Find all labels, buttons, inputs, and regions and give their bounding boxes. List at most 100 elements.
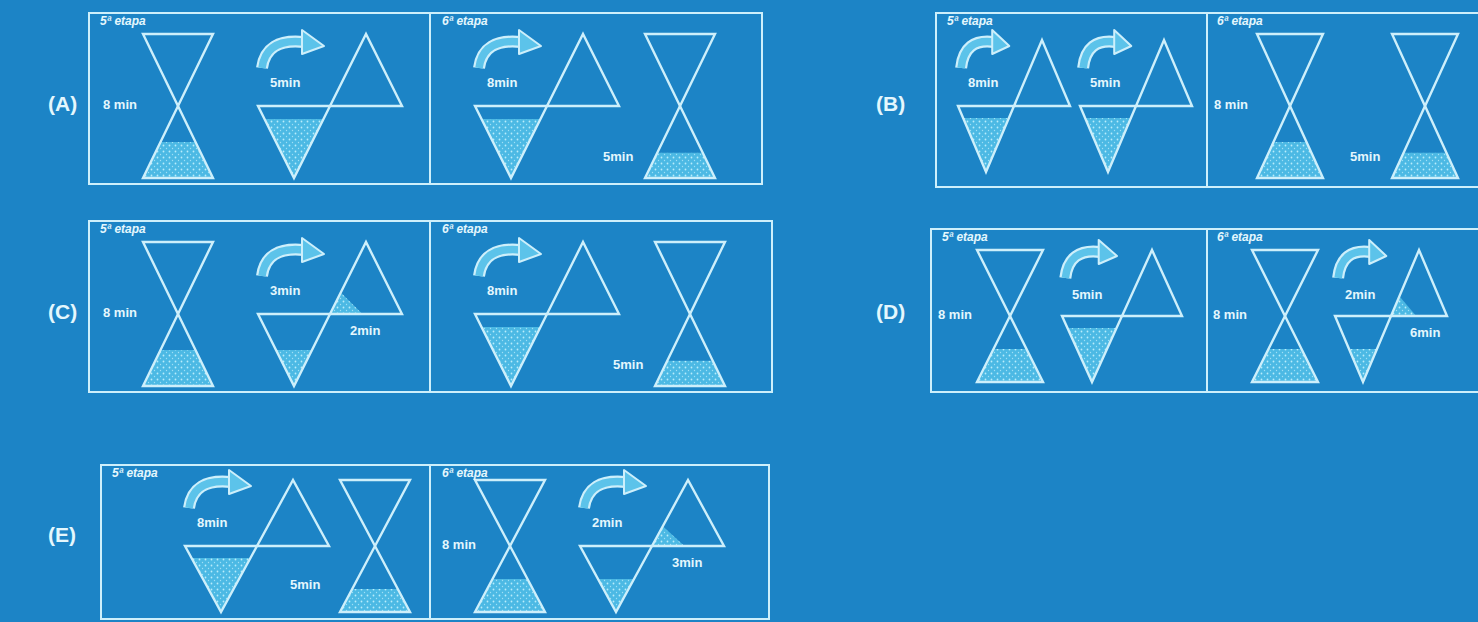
hourglass-outline (475, 106, 547, 178)
stage-divider (429, 12, 431, 185)
option-letter: (C) (48, 300, 77, 324)
time-label: 2min (1345, 288, 1375, 303)
turn-arrow (961, 42, 994, 68)
turn-arrow (479, 250, 521, 276)
turn-arrow (262, 42, 304, 68)
hourglass-outline (655, 242, 725, 314)
hourglass-outline (547, 242, 619, 314)
hourglass-outline (258, 314, 330, 386)
turn-arrow (1083, 42, 1116, 68)
sand (276, 350, 312, 386)
hourglass-outline (340, 546, 410, 612)
sand (963, 118, 1009, 172)
stage-heading: 5ª etapa (112, 467, 158, 481)
option-panel: (E)5ª etapa8min5min6ª etapa8 min2min3min (100, 464, 770, 620)
time-label: 2min (350, 324, 380, 339)
hourglass-outline (1257, 106, 1323, 178)
turn-arrow (1065, 252, 1100, 278)
sand (482, 327, 541, 386)
turn-arrowhead (1114, 30, 1131, 54)
turn-arrow (1083, 42, 1116, 68)
hourglass-outline (547, 34, 619, 106)
hourglass-outline (645, 106, 715, 178)
hourglass-outline (475, 314, 547, 386)
sand (482, 119, 541, 178)
stage-cell: 5ª etapa8 min3min2min (88, 220, 430, 393)
sand (598, 579, 634, 612)
hourglass-outline (1392, 106, 1458, 178)
sand (1067, 328, 1116, 382)
turn-arrowhead (519, 30, 541, 54)
stage-heading: 5ª etapa (100, 223, 146, 237)
time-label: 8 min (938, 308, 972, 323)
turn-arrow (479, 250, 521, 276)
option-letter: (B) (876, 92, 905, 116)
turn-arrowhead (624, 470, 646, 494)
stage-cell: 6ª etapa8min5min (430, 12, 763, 185)
stage-heading: 6ª etapa (442, 467, 488, 481)
turn-arrowhead (1099, 240, 1117, 264)
hourglass-outline (143, 314, 213, 386)
turn-arrow (189, 482, 231, 508)
time-label: 2min (592, 516, 622, 531)
stage-heading: 5ª etapa (942, 231, 988, 245)
hourglass-outline (143, 106, 213, 178)
hourglass-outline (330, 34, 402, 106)
stage-cell: 6ª etapa 8 min 2min 6min (1207, 228, 1478, 393)
turn-arrow (584, 482, 626, 508)
hourglass-outline (257, 480, 329, 546)
hourglass-outline (655, 314, 725, 386)
turn-arrowhead (992, 30, 1009, 54)
sand (475, 579, 545, 612)
time-label: 5min (1350, 150, 1380, 165)
turn-arrowhead (302, 238, 324, 262)
time-label: 8min (197, 516, 227, 531)
turn-arrow (1065, 252, 1100, 278)
stage-heading: 6ª etapa (1217, 15, 1263, 29)
stage-cell: 5ª etapa8min5min (935, 12, 1207, 188)
sand (1257, 142, 1323, 178)
hourglass-outline (958, 106, 1014, 172)
stage-cell: 5ª etapa8 min5min (88, 12, 430, 185)
hourglass-outline (1080, 106, 1136, 172)
stage-heading: 6ª etapa (442, 15, 488, 29)
turn-arrow (262, 250, 304, 276)
turn-arrowhead (229, 470, 251, 494)
time-label: 5min (1072, 288, 1102, 303)
stage-cell: 5ª etapa8min5min (100, 464, 430, 620)
turn-arrow (262, 250, 304, 276)
time-label: 5min (1090, 76, 1120, 91)
turn-arrow (1338, 252, 1371, 278)
hourglass-outline (258, 106, 330, 178)
sand (143, 350, 213, 386)
sand (1085, 118, 1131, 172)
option-letter: (E) (48, 523, 76, 547)
stage-divider (1206, 228, 1208, 393)
hourglass-outline (1335, 316, 1391, 382)
stage-cell: 5ª etapa 8 min 5min (930, 228, 1207, 393)
stage-divider (1206, 12, 1208, 188)
stage-divider (429, 464, 431, 620)
time-label: 6min (1410, 326, 1440, 341)
turn-arrow (262, 42, 304, 68)
hourglass-outline (475, 546, 545, 612)
hourglass-outline (1252, 316, 1318, 382)
time-label: 8min (487, 76, 517, 91)
option-letter: (A) (48, 92, 77, 116)
sand (192, 558, 251, 612)
hourglass-outline (1062, 316, 1122, 382)
hourglass-outline (1257, 34, 1323, 106)
turn-arrow (1338, 252, 1371, 278)
hourglass-outline (1014, 40, 1070, 106)
hourglass-outline (475, 480, 545, 546)
sand (1349, 349, 1377, 382)
time-label: 8 min (1214, 98, 1248, 113)
time-label: 8min (968, 76, 998, 91)
stage-heading: 5ª etapa (100, 15, 146, 29)
hourglass-outline (185, 546, 257, 612)
hourglass-outline (645, 34, 715, 106)
time-label: 8 min (1213, 308, 1247, 323)
time-label: 8 min (103, 98, 137, 113)
stage-heading: 6ª etapa (1217, 231, 1263, 245)
